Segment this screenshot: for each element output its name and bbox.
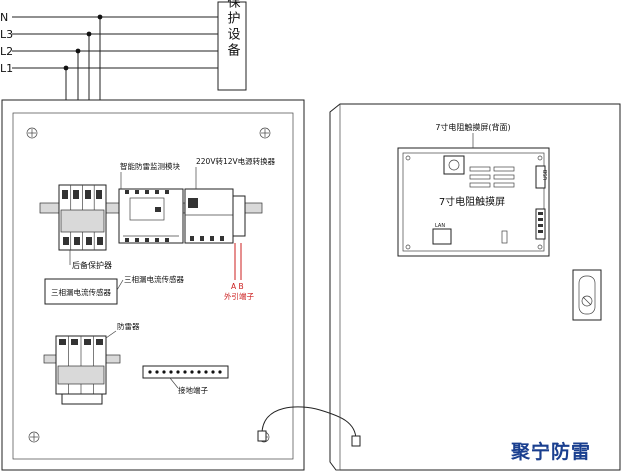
surge-protector-label: 防雷器 [117,321,140,331]
power-converter: 220V转12V电源转换器 [184,156,276,244]
terminal-ab-label: A B [231,282,244,291]
leakage-sensor-box-label: 三相漏电流传感器 [51,287,111,297]
protected-device-label: 被保护设备 [225,0,241,59]
protected-device-box: 被保护设备 [217,0,247,91]
usb-label: USB [543,169,549,180]
touch-screen-label: 7寸电阻触摸屏 [439,195,505,208]
external-terminal-label: 外引端子 [224,291,254,301]
hinge-cable [257,406,361,447]
monitor-module-label: 智能防雷监测模块 [120,161,180,171]
screw-icon [28,431,40,443]
touch-screen-back: 7寸电阻触摸屏(背面) USB 7寸电阻触摸屏 LAN [397,122,550,257]
screw-icon [259,127,271,139]
ground-terminal-strip: 接地端子 [142,365,229,395]
line-label-l1: L1 [0,62,13,75]
screw-icon [26,127,38,139]
backup-protector-label: 后备保护器 [72,260,112,270]
line-label-l2: L2 [0,45,13,58]
power-module-label: 220V转12V电源转换器 [196,156,276,166]
monitor-module: 智能防雷监测模块 [118,161,184,244]
leakage-sensor-label: 三相漏电流传感器 [124,274,184,284]
line-label-l3: L3 [0,28,13,41]
leakage-sensor: 三相漏电流传感器 三相漏电流传感器 [44,274,184,305]
surge-protector: 防雷器 [43,321,140,405]
line-label-n: N [0,11,8,24]
door-lock-icon [572,269,602,321]
touch-screen-back-label: 7寸电阻触摸屏(背面) [435,122,510,132]
lan-label: LAN [435,223,445,229]
brand-logo-text: 聚宁防雷 [510,440,591,463]
backup-protector: 后备保护器 [58,184,112,270]
right-cabinet: 7寸电阻触摸屏(背面) USB 7寸电阻触摸屏 LAN [329,103,621,471]
left-cabinet: 后备保护器 智能防雷监测模块 220V转12V电源转换器 [1,99,305,471]
external-terminal: A B 外引端子 [224,243,254,301]
ground-terminal-label: 接地端子 [178,385,208,395]
